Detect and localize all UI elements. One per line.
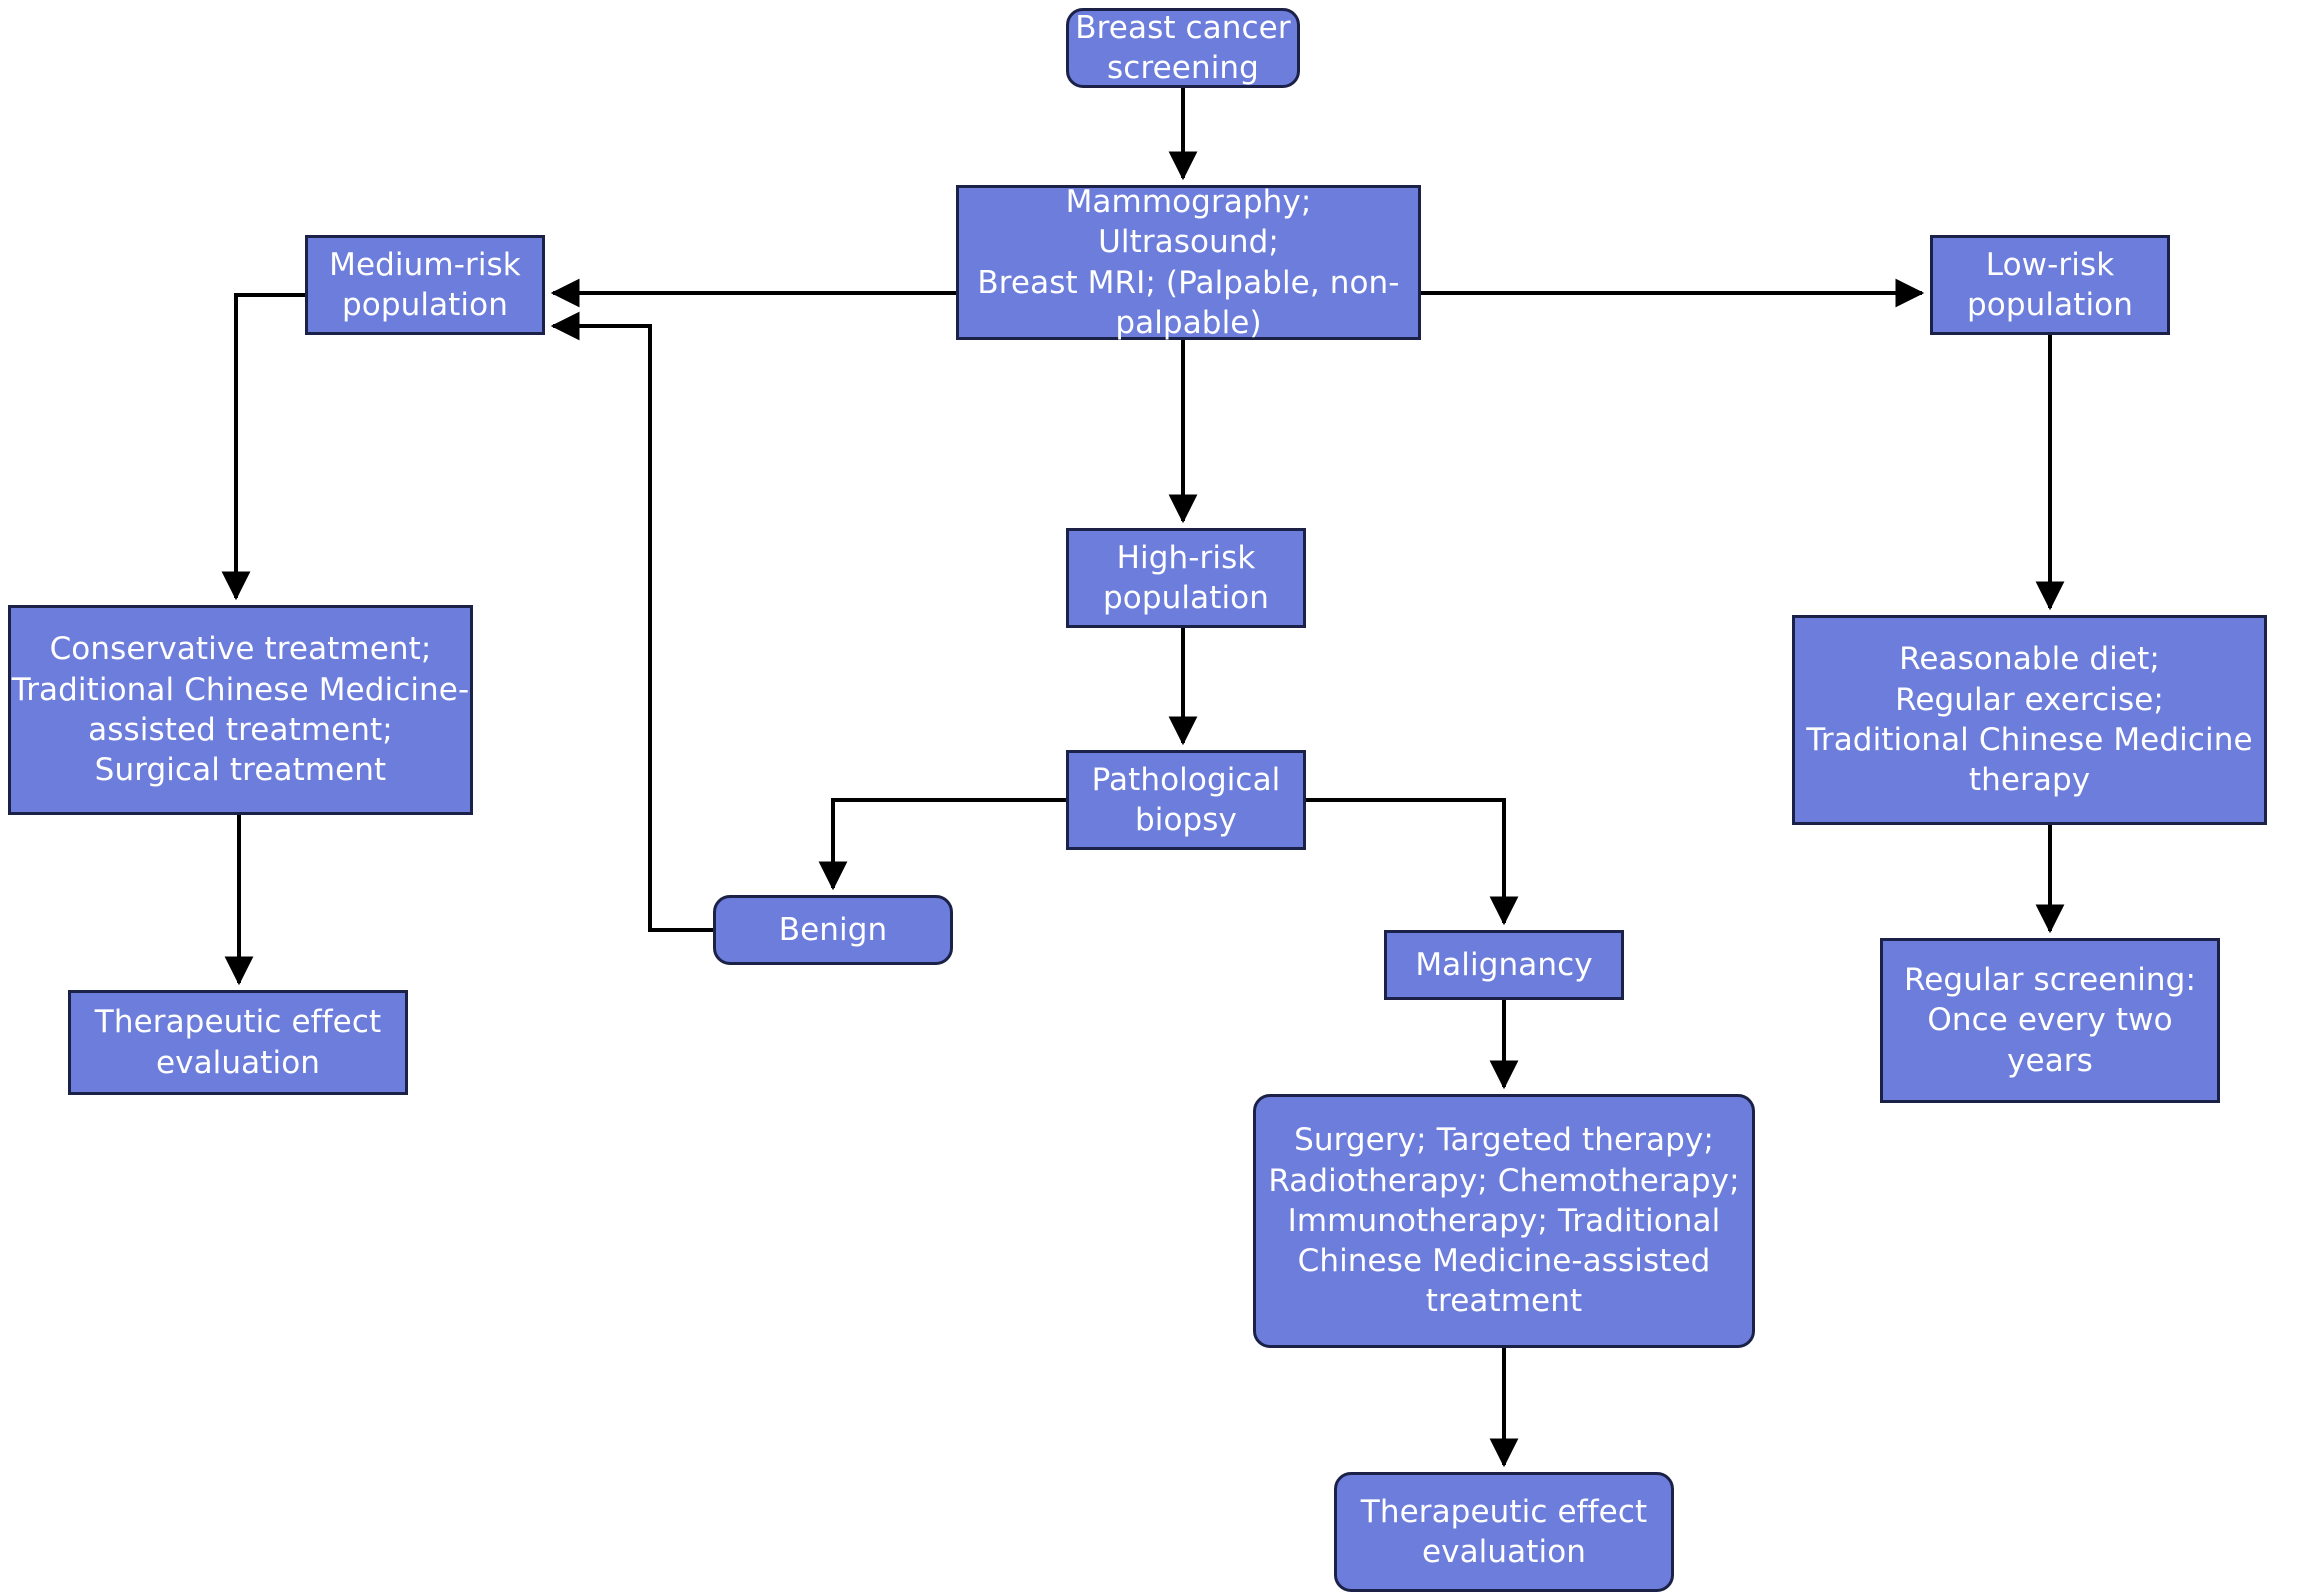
node-reasonable-lifestyle[interactable]: Reasonable diet; Regular exercise; Tradi… <box>1792 615 2267 825</box>
edge-benign-to-medium-risk <box>550 311 713 932</box>
node-conservative-treatment[interactable]: Conservative treatment; Traditional Chin… <box>8 605 473 815</box>
edge-medium-risk-to-conservative <box>221 293 305 601</box>
node-breast-cancer-screening[interactable]: Breast cancer screening <box>1066 8 1300 88</box>
node-benign[interactable]: Benign <box>713 895 953 965</box>
node-imaging-modalities[interactable]: Mammography; Ultrasound; Breast MRI; (Pa… <box>956 184 1421 341</box>
node-malignancy-treatments[interactable]: Surgery; Targeted therapy; Radiotherapy;… <box>1253 1094 1755 1348</box>
node-regular-screening[interactable]: Regular screening: Once every two years <box>1880 938 2220 1103</box>
node-therapeutic-effect-evaluation-left[interactable]: Therapeutic effect evaluation <box>68 990 408 1095</box>
node-high-risk-population[interactable]: High-risk population <box>1066 528 1306 628</box>
edge-biopsy-to-malignancy <box>1306 798 1519 926</box>
node-medium-risk-population[interactable]: Medium-risk population <box>305 235 545 335</box>
node-malignancy[interactable]: Malignancy <box>1384 930 1624 1000</box>
node-pathological-biopsy[interactable]: Pathological biopsy <box>1066 750 1306 850</box>
node-low-risk-population[interactable]: Low-risk population <box>1930 235 2170 335</box>
node-therapeutic-effect-evaluation-bottom[interactable]: Therapeutic effect evaluation <box>1334 1472 1674 1592</box>
edge-biopsy-to-benign <box>818 798 1066 891</box>
